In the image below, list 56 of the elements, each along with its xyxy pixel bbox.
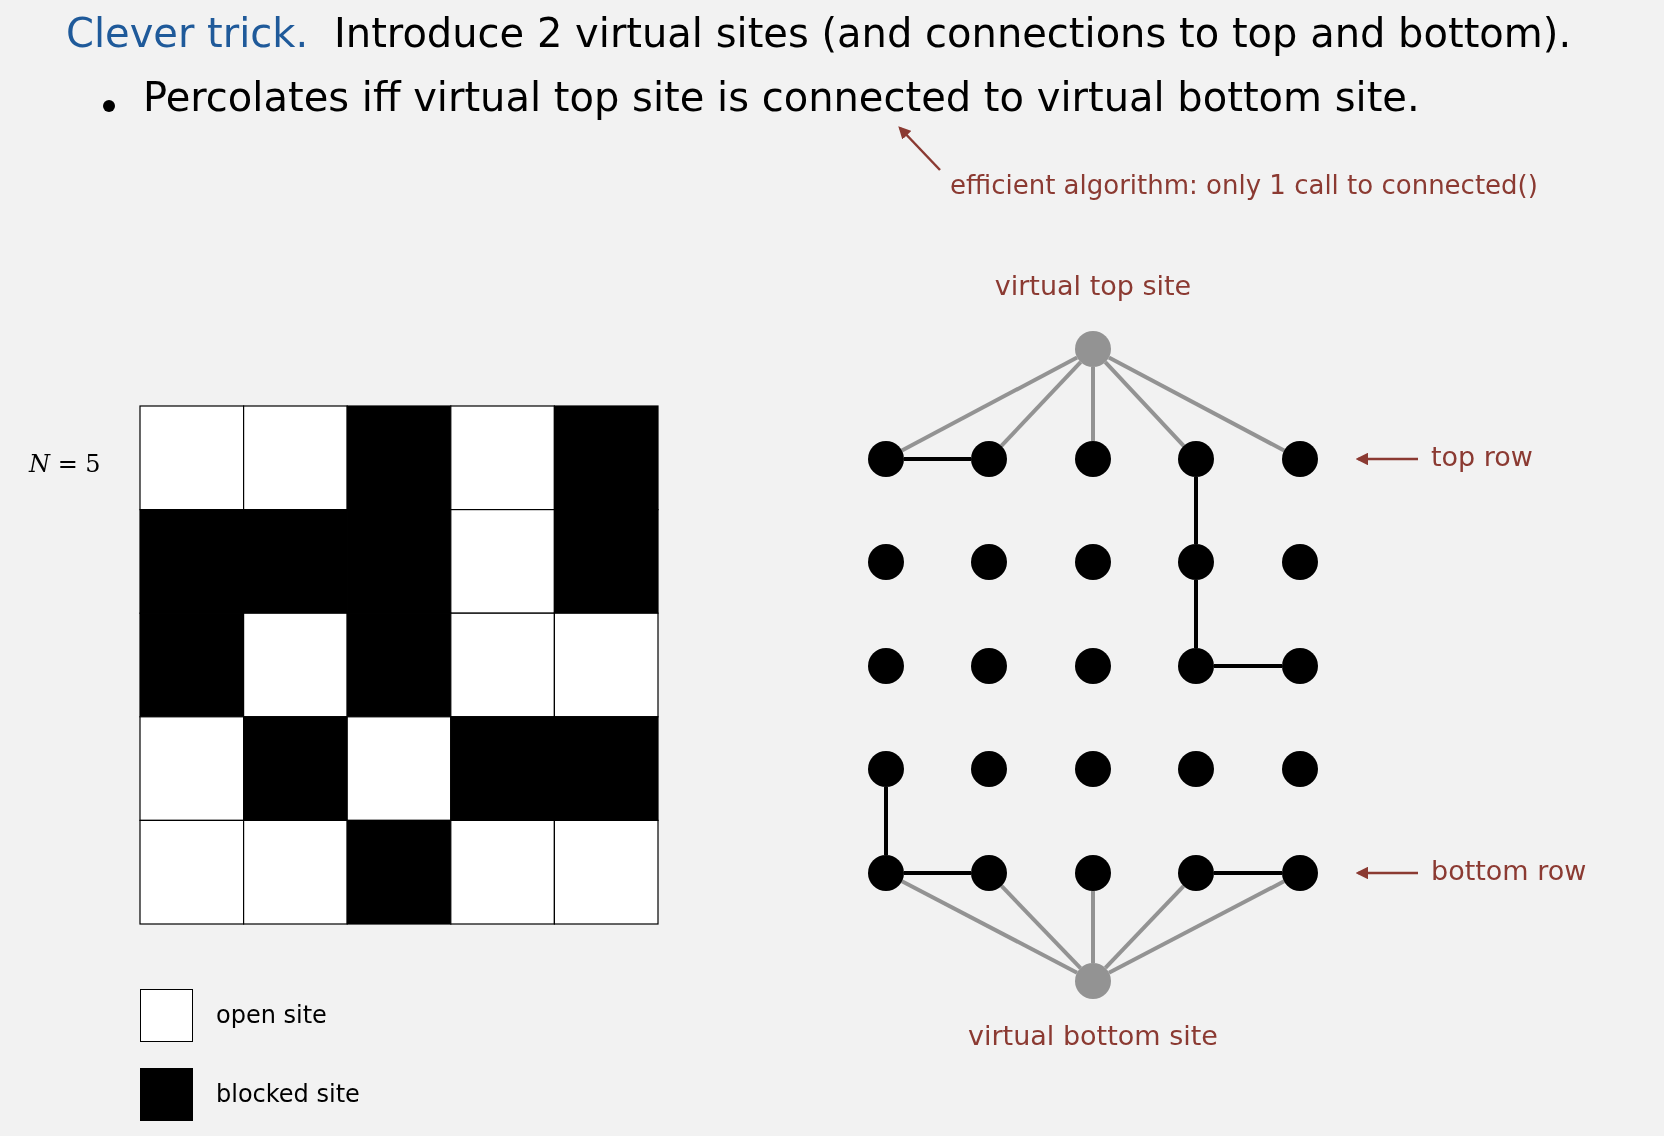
site-dot (868, 648, 904, 684)
site-label: virtual top site (993, 270, 1193, 301)
site-dot (971, 648, 1007, 684)
connection-line (904, 871, 971, 875)
legend-label: blocked site (216, 1080, 360, 1108)
connection-line (1091, 891, 1095, 963)
site-dot (1075, 855, 1111, 891)
site-dot (971, 855, 1007, 891)
legend-label: open site (216, 1001, 327, 1029)
connection-line (999, 360, 1083, 448)
leader-arrow (898, 126, 941, 171)
site-dot (1075, 441, 1111, 477)
site-label: virtual bottom site (967, 1020, 1219, 1051)
site-dot (1075, 648, 1111, 684)
connection-line (1107, 355, 1286, 453)
site-dot (971, 544, 1007, 580)
site-dot (1178, 855, 1214, 891)
leader-arrow (1355, 452, 1418, 466)
site-dot (868, 441, 904, 477)
annotation-text: efficient algorithm: only 1 call to connected() (950, 170, 1538, 200)
connection-line (1194, 580, 1198, 648)
connection-line (1108, 879, 1285, 975)
site-dot (1282, 441, 1318, 477)
connection-line (1091, 367, 1095, 441)
site-dot (1282, 544, 1318, 580)
annotation-text: bottom row (1431, 855, 1587, 886)
connection-line (1214, 871, 1282, 875)
site-dot (971, 441, 1007, 477)
site-dot (1178, 751, 1214, 787)
heading-text: Introduce 2 virtual sites (and connections to top and bottom). (334, 10, 1572, 56)
bullet-text: Percolates iff virtual top site is connected to virtual bottom site. (143, 74, 1420, 120)
connection-line (1000, 884, 1082, 970)
leader-arrow (1355, 866, 1418, 880)
site-dot (1282, 751, 1318, 787)
site-dot (1178, 648, 1214, 684)
site-dot (868, 855, 904, 891)
grid-size-label: N = 5 (29, 450, 101, 478)
site-dot (1075, 544, 1111, 580)
site-dot (1282, 648, 1318, 684)
connection-line (884, 787, 888, 855)
site-dot (868, 751, 904, 787)
site-dot (1178, 441, 1214, 477)
connection-line (901, 879, 1078, 975)
site-dot (971, 751, 1007, 787)
connection-line (1103, 360, 1186, 448)
connection-line (904, 457, 971, 461)
connection-line (1214, 664, 1282, 668)
site-dot (1178, 544, 1214, 580)
site-dot (868, 544, 904, 580)
connection-line (1103, 884, 1186, 970)
site-dot (1075, 751, 1111, 787)
connection-line (1194, 477, 1198, 544)
site-dot (1282, 855, 1318, 891)
annotation-text: top row (1431, 441, 1533, 472)
connection-line (900, 355, 1079, 453)
heading: Clever trick. (66, 10, 309, 56)
